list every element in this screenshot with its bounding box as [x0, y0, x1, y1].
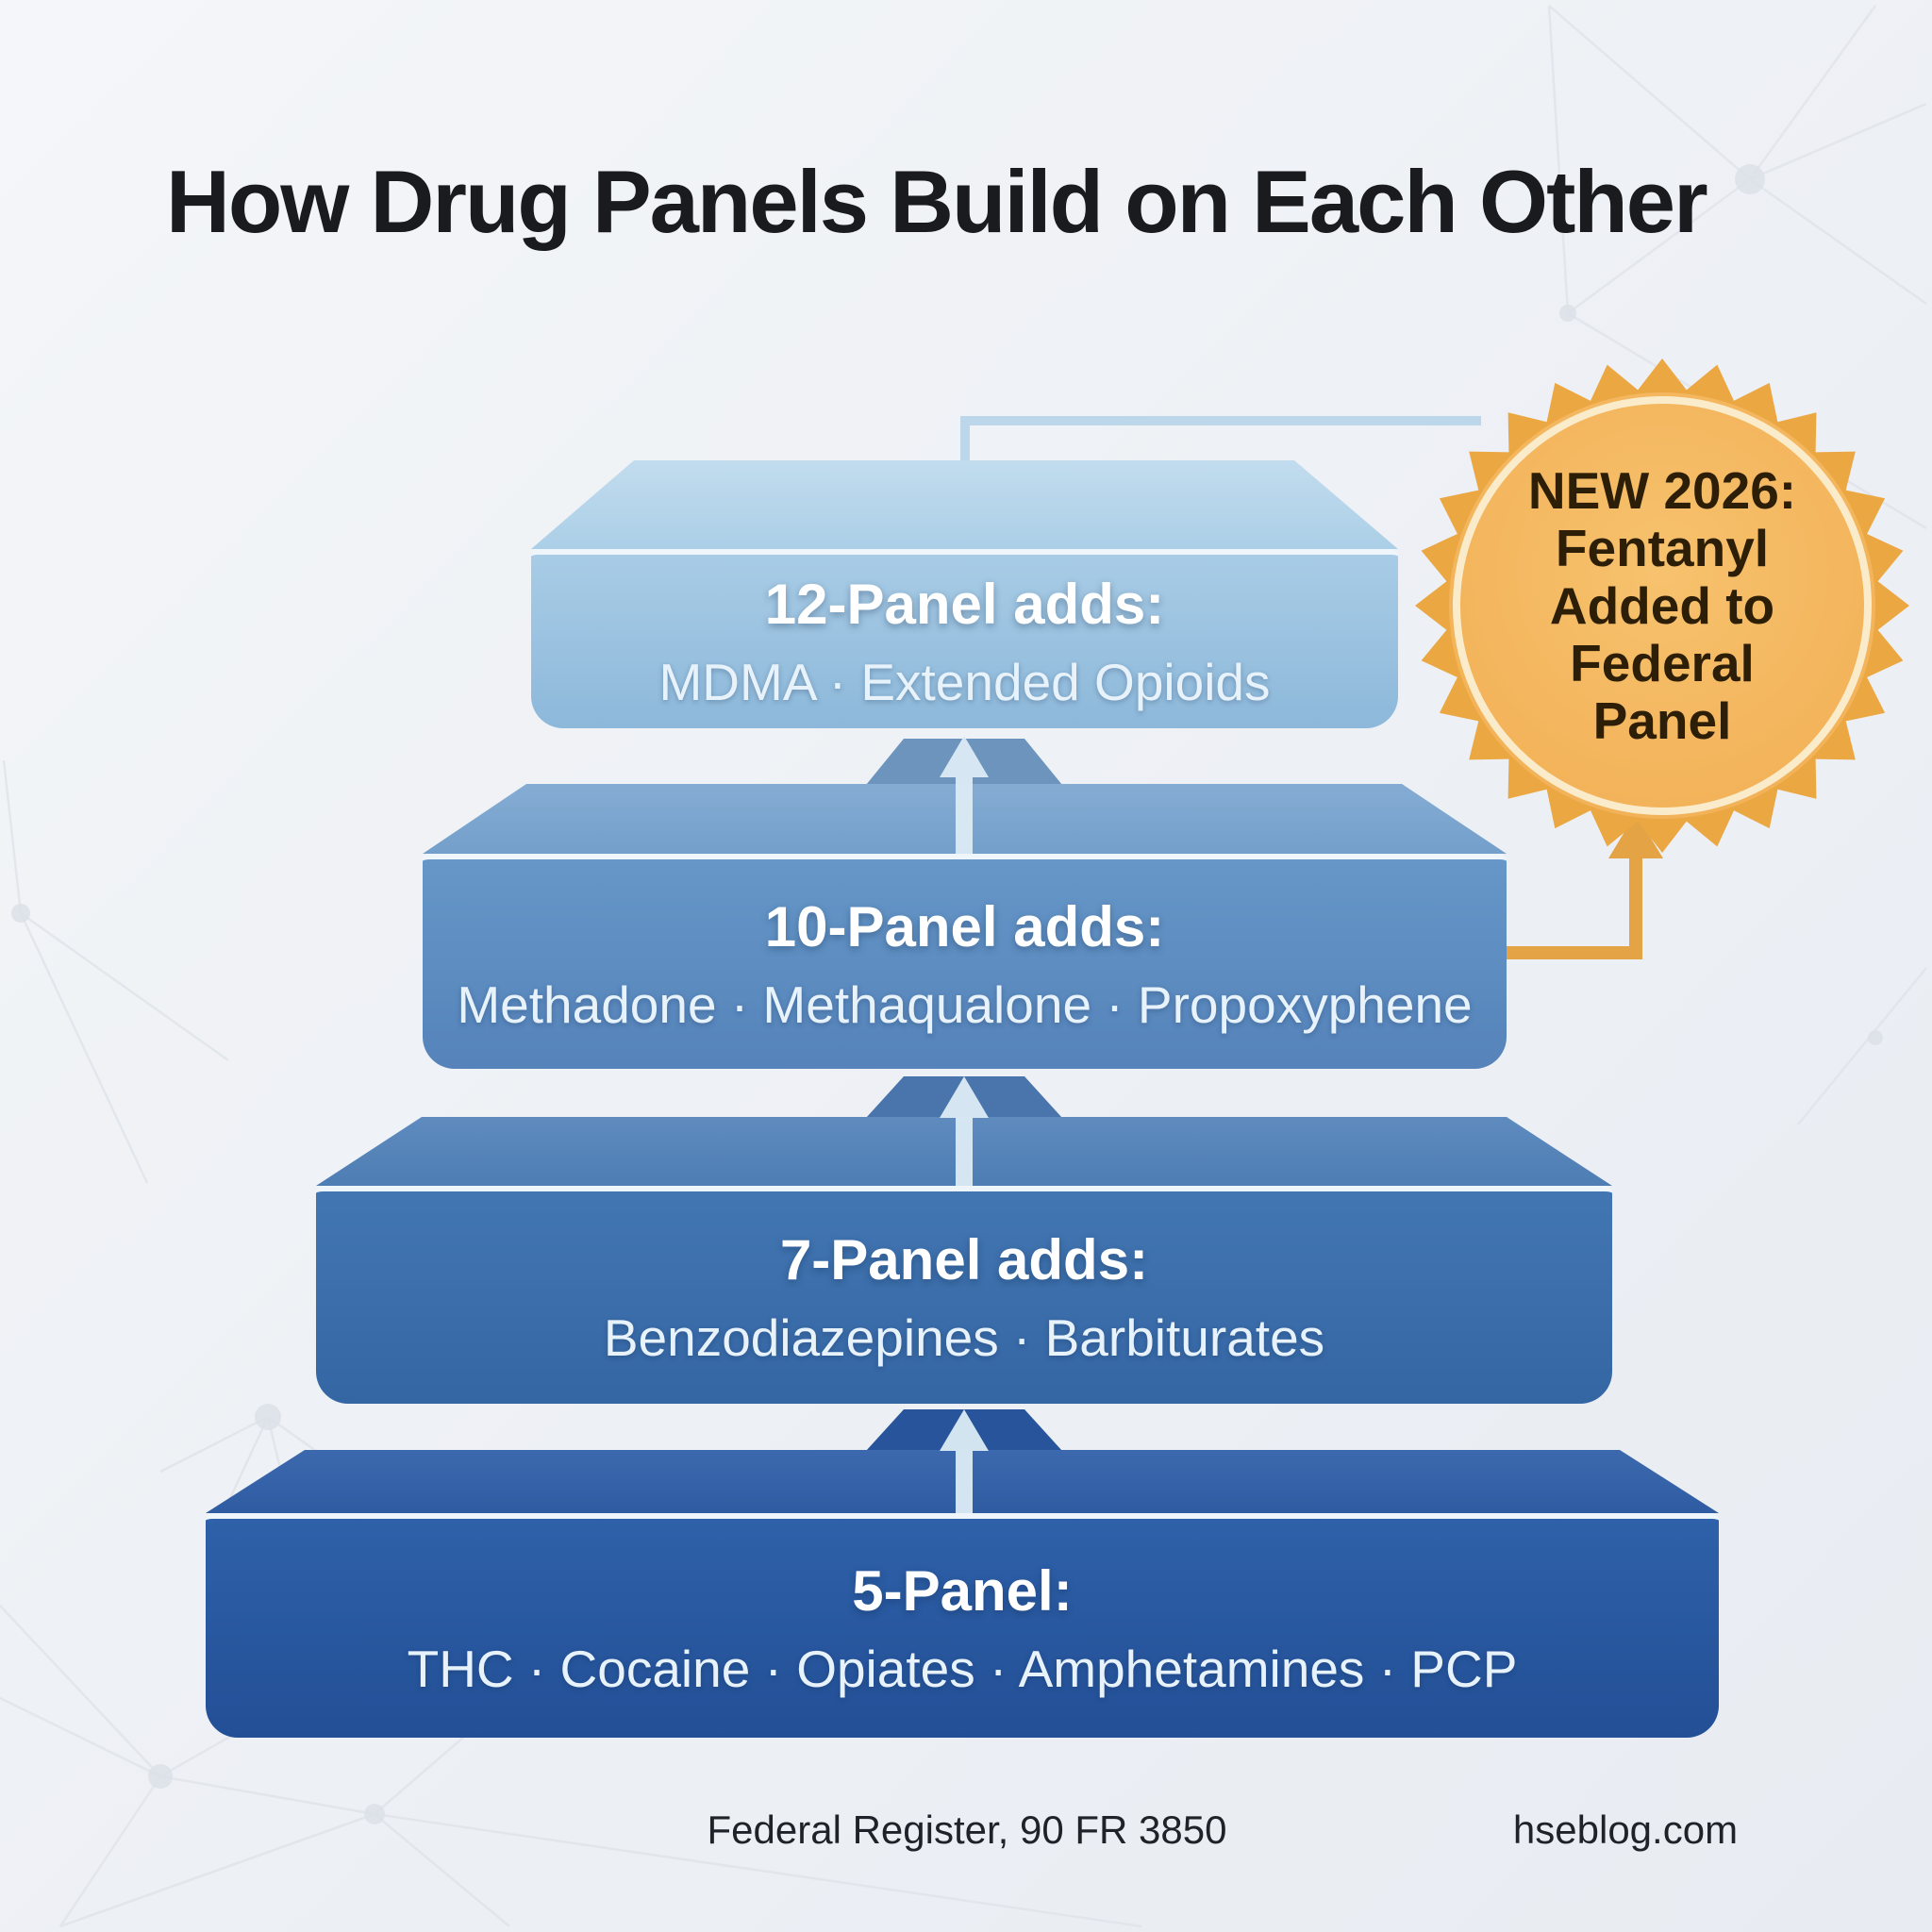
panel-7-items: Benzodiazepines · Barbiturates	[603, 1308, 1325, 1367]
panel-7: 7-Panel adds: Benzodiazepines · Barbitur…	[316, 1117, 1612, 1404]
panel-10: 10-Panel adds: Methadone · Methaqualone …	[423, 784, 1507, 1069]
panel-7-heading: 7-Panel adds:	[779, 1228, 1149, 1291]
panel-12-front-face: 12-Panel adds: MDMA · Extended Opioids	[531, 549, 1398, 728]
badge-orange-connector-line	[1504, 845, 1642, 959]
badge-line: Fentanyl	[1555, 518, 1770, 577]
panel-10-top-face	[423, 784, 1507, 854]
badge-text: NEW 2026: Fentanyl Added to Federal Pane…	[1409, 353, 1915, 858]
panel-12: 12-Panel adds: MDMA · Extended Opioids	[531, 460, 1398, 728]
panel-5-front-face: 5-Panel: THC · Cocaine · Opiates · Amphe…	[206, 1513, 1719, 1738]
footer-site: hseblog.com	[1512, 1807, 1739, 1852]
neck-12-10	[866, 739, 1062, 785]
badge-blue-connector-line	[960, 416, 1481, 466]
badge-line: NEW 2026:	[1527, 460, 1797, 520]
panel-12-top-face	[531, 460, 1398, 549]
panel-5-heading: 5-Panel:	[852, 1558, 1073, 1623]
panel-10-front-face: 10-Panel adds: Methadone · Methaqualone …	[423, 854, 1507, 1069]
panel-12-heading: 12-Panel adds:	[764, 572, 1165, 636]
panel-10-items: Methadone · Methaqualone · Propoxyphene	[457, 974, 1473, 1034]
footer-source: Federal Register, 90 FR 3850	[707, 1807, 1227, 1852]
neck-10-7	[866, 1076, 1062, 1118]
panel-7-top-face	[316, 1117, 1612, 1186]
badge-starburst-icon	[1415, 358, 1909, 853]
badge-line: Added to	[1549, 575, 1775, 635]
badge-line: Federal	[1570, 633, 1755, 692]
panel-5-top-face	[206, 1450, 1719, 1513]
orange-arrowhead-icon	[1608, 813, 1663, 858]
panel-7-front-face: 7-Panel adds: Benzodiazepines · Barbitur…	[316, 1186, 1612, 1404]
panel-5-items: THC · Cocaine · Opiates · Amphetamines ·…	[407, 1639, 1518, 1698]
badge-line: Panel	[1592, 691, 1732, 750]
network-dots	[11, 164, 1883, 1824]
page-title: How Drug Panels Build on Each Other	[166, 152, 1708, 251]
neck-7-5	[866, 1409, 1062, 1451]
panel-10-heading: 10-Panel adds:	[764, 894, 1165, 958]
panel-12-items: MDMA · Extended Opioids	[658, 652, 1271, 711]
new-2026-badge: NEW 2026: Fentanyl Added to Federal Pane…	[1409, 353, 1915, 858]
panel-5: 5-Panel: THC · Cocaine · Opiates · Amphe…	[206, 1450, 1719, 1738]
